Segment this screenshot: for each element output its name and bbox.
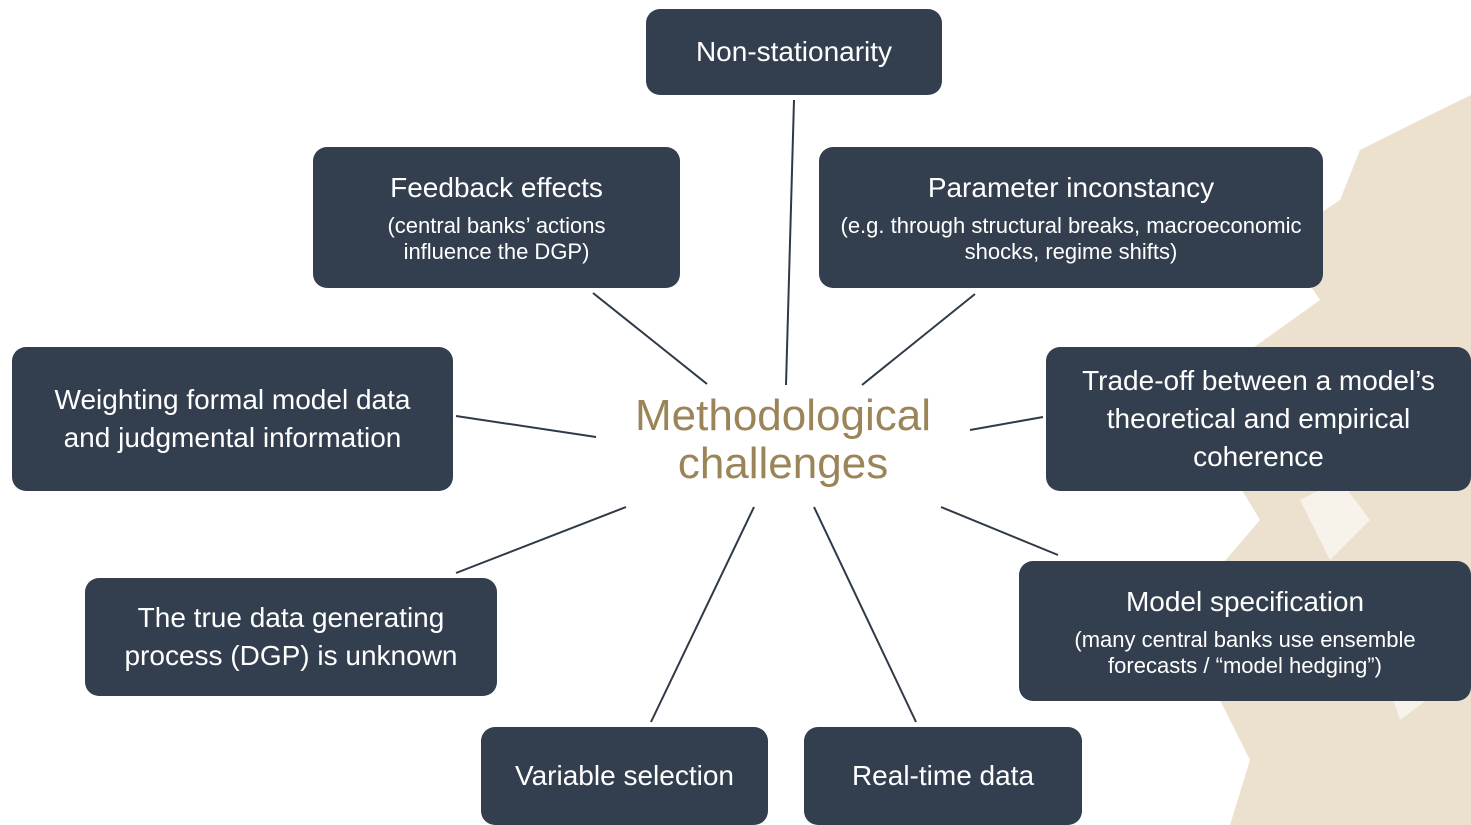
connector-non-stationarity [785, 99, 795, 386]
node-subtitle: (central banks’ actions influence the DG… [387, 213, 606, 265]
node-title: The true data generating process (DGP) i… [124, 602, 458, 671]
node-title: Parameter inconstancy [927, 172, 1215, 204]
node-parameter-inconstancy: Parameter inconstancy (e.g. through stru… [819, 147, 1323, 288]
connector-weighting [455, 415, 597, 438]
node-title: Variable selection [515, 760, 734, 792]
node-title: Non-stationarity [695, 36, 893, 68]
connector-true-dgp [455, 506, 627, 574]
connector-variable-selection [650, 506, 755, 723]
node-feedback-effects: Feedback effects (central banks’ actions… [313, 147, 680, 288]
node-non-stationarity: Non-stationarity [646, 9, 942, 95]
node-title: Weighting formal model data and judgment… [54, 384, 411, 453]
connector-real-time-data [813, 506, 917, 723]
connector-model-specification [940, 506, 1059, 556]
node-title: Real-time data [851, 760, 1035, 792]
center-label: Methodological challenges [602, 392, 964, 487]
connector-feedback-effects [592, 292, 708, 385]
node-real-time-data: Real-time data [804, 727, 1082, 825]
node-model-specification: Model specification (many central banks … [1019, 561, 1471, 701]
node-true-dgp: The true data generating process (DGP) i… [85, 578, 497, 696]
center-label-line-2: challenges [677, 438, 889, 488]
node-subtitle: (e.g. through structural breaks, macroec… [840, 213, 1302, 265]
node-title: Feedback effects [390, 172, 603, 204]
connector-trade-off [969, 416, 1044, 431]
node-trade-off: Trade-off between a model’s theoretical … [1046, 347, 1471, 491]
center-label-line-1: Methodological [635, 391, 931, 440]
node-title: Model specification [1125, 585, 1365, 617]
node-weighting: Weighting formal model data and judgment… [12, 347, 453, 491]
node-variable-selection: Variable selection [481, 727, 768, 825]
node-title: Trade-off between a model’s theoretical … [1082, 365, 1435, 472]
connector-parameter-inconstancy [861, 293, 976, 386]
node-subtitle: (many central banks use ensemble forecas… [1074, 626, 1416, 678]
